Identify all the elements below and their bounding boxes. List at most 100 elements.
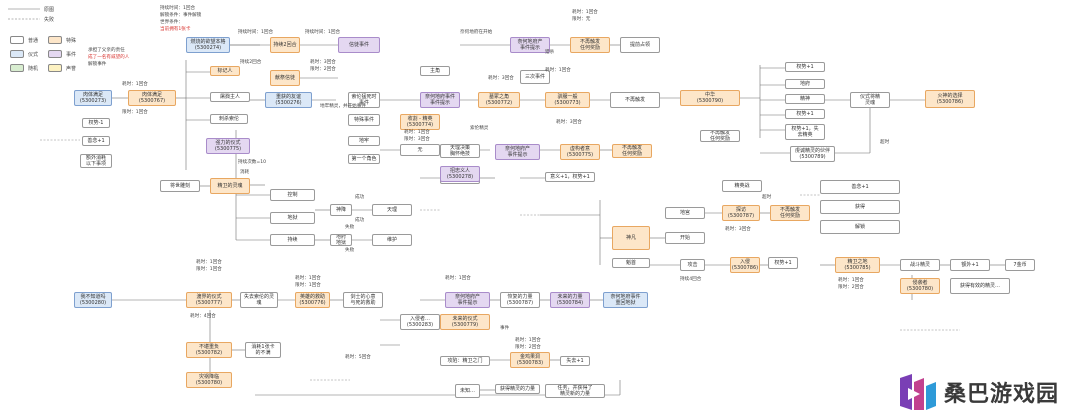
node-pillar[interactable]: 地府地狱 (330, 234, 352, 246)
node-invader[interactable]: 侵袭者(5300780) (900, 278, 940, 294)
node-tomb[interactable]: 墓冢之角(5300772) (478, 92, 520, 108)
node-ritual-spirit[interactable]: 仪式将精灵魂 (850, 92, 890, 108)
node-purple3[interactable]: 奈何地府产事件提示 (495, 144, 540, 160)
node-tail[interactable]: 肉体满足(5300273) (74, 90, 112, 106)
node-carve[interactable]: 将世雕刻 (160, 180, 200, 192)
node-fail-decision[interactable]: 天理决策胸怀绝技 (440, 144, 480, 158)
node-gold[interactable]: 7金币 (1005, 259, 1035, 271)
node-unlock[interactable]: 解锁 (820, 220, 900, 234)
node-jingwei-land[interactable]: 精卫之地(5300785) (835, 257, 880, 273)
node-return-hell[interactable]: 奈何地府事件重回地狱 (603, 292, 648, 308)
node-war-plus[interactable]: 权势+1 (785, 109, 825, 119)
node-lose-soul[interactable]: 失去索伦的灵魂 (240, 292, 278, 308)
node-fire-choice[interactable]: 火神的选择(5300786) (925, 90, 975, 108)
text-34: 事件 (500, 326, 510, 331)
node-power-minus[interactable]: 权势-1 (82, 118, 110, 128)
node-fate[interactable]: 虚构者意(5300775) (560, 144, 600, 160)
node-none[interactable]: 无 (400, 144, 440, 156)
node-acquire[interactable]: 获得 (820, 200, 900, 214)
node-three-events[interactable]: 三次事件 (520, 70, 550, 84)
node-future-power[interactable]: 未来的力量(5300784) (550, 292, 590, 308)
node-spirit[interactable]: 精神 (785, 94, 825, 104)
node-china[interactable]: 中华(5300790) (680, 90, 740, 106)
node-hero-rescue[interactable]: 英雄的救助(5300776) (295, 292, 330, 308)
legend-normal: 普通 (28, 38, 39, 44)
node-invade[interactable]: 入侵(5300786) (730, 257, 760, 273)
node-unknown[interactable]: 未知… (455, 384, 480, 398)
node-protagonist[interactable]: 主角 (420, 66, 450, 76)
node-dungeon[interactable]: 地牢 (348, 136, 380, 146)
node-soren-event[interactable]: 索伦猛死时事件 (348, 92, 380, 108)
node-extra-cost[interactable]: 额外消耗以下事项 (80, 154, 112, 168)
node-persist[interactable]: 持续 (270, 234, 315, 246)
node-fact[interactable]: 意义+1，权势+1 (545, 172, 595, 182)
node-purple2[interactable]: 奈何地府产事件提示 (510, 37, 550, 53)
node-special-event[interactable]: 特殊事件 (348, 114, 380, 126)
node-power-plus3[interactable]: 权势+1 (785, 62, 825, 72)
node-intruder[interactable]: 入侵者…(5300283) (400, 314, 440, 330)
node-palace[interactable]: 地宫 (665, 207, 705, 219)
node-power-plus2[interactable]: 权势+1 (768, 257, 798, 269)
node-purple1[interactable]: 奈何地府事件事件提示 (420, 92, 460, 108)
node-sacrifice[interactable]: 献祭信徒 (270, 70, 300, 86)
node-purple-bottom[interactable]: 奈何地府产事件提示 (445, 292, 490, 308)
node-desire[interactable]: 燃烧的欲望本格(5300274) (186, 37, 230, 53)
legend-line-fail: 失败 (44, 17, 55, 23)
node-believer-event[interactable]: 信徒事件 (338, 37, 380, 53)
node-mark[interactable]: 标记人 (210, 66, 240, 76)
node-hell[interactable]: 地狱 (270, 212, 315, 224)
node-restore-power[interactable]: 恢复的力量(5300787) (500, 292, 540, 308)
node-golden-cave[interactable]: 金鸡果洞(5300783) (510, 352, 550, 368)
node-hades[interactable]: 地府 (785, 79, 825, 89)
node-maintain[interactable]: 维护 (372, 234, 412, 246)
node-quest[interactable]: 任务，并获得了精灵新的力量 (545, 384, 605, 398)
node-continue[interactable]: 持续2回合 (270, 37, 300, 53)
node-mission[interactable]: 强力的仪式(5300775) (206, 138, 250, 154)
node-battle-sprite[interactable]: 战斗精灵 (900, 259, 940, 271)
node-disaster[interactable]: 灾祸降临(5300780) (186, 372, 232, 388)
node-goodwill-plus[interactable]: 善念+1 (82, 136, 110, 146)
node-elite-battle[interactable]: 精英战 (722, 180, 762, 192)
node-assassinate[interactable]: 刺杀索伦 (210, 114, 248, 124)
text-9: 耗时：1回合 (572, 10, 598, 15)
node-recruit[interactable]: 招忠义人(5300278) (440, 166, 480, 182)
node-no-retrigger3[interactable]: 不再触发任何奖励 (700, 130, 740, 142)
node-kill-master[interactable]: 屠戮主人 (210, 92, 250, 102)
node-leader[interactable]: 魁首 (612, 258, 650, 268)
node-goodwill-plus2[interactable]: 善念+1 (820, 180, 900, 194)
node-no-retrigger2[interactable]: 不再触发任何奖励 (770, 205, 810, 221)
node-start[interactable]: 开始 (665, 232, 705, 244)
node-bonus[interactable]: 额外+1 (950, 259, 990, 271)
node-descend[interactable]: 神降 (330, 204, 352, 216)
node-future-ritual[interactable]: 未来的仪式(5300779) (440, 314, 490, 330)
node-gain-spirit[interactable]: 获得精灵的力量 (495, 384, 540, 394)
node-swordsman[interactable]: 剑士的心意与死的救助 (343, 292, 383, 308)
node-lose-plus[interactable]: 失去+1 (560, 356, 590, 366)
node-recap[interactable]: 重获的友谊(5300276) (265, 92, 312, 108)
node-god[interactable]: 神凡 (612, 226, 650, 250)
node-tame[interactable]: 驯服一般(5300773) (545, 92, 590, 108)
node-tail2[interactable]: 肉体满足(5300767) (128, 90, 176, 106)
top-note-3: 世界条件： (160, 20, 183, 25)
node-spirit-gain[interactable]: 获得有效的精灵… (950, 278, 1010, 294)
top-note-4: 当前拥有1张卡 (160, 27, 191, 32)
node-ret[interactable]: 不再触发任何奖励 (570, 37, 610, 53)
node-crossing-ritual[interactable]: 渡界的仪式(5300777) (186, 292, 232, 308)
node-no-retrigger[interactable]: 不再触发 (610, 92, 660, 108)
node-ret2[interactable]: 不再触发任何奖励 (612, 144, 652, 158)
node-consume-card[interactable]: 消耗1张卡的不满 (245, 342, 281, 358)
node-visit[interactable]: 探访(5300787) (722, 205, 760, 221)
node-control[interactable]: 控制 (270, 189, 315, 201)
node-harvest[interactable]: 收割 - 精英(5300774) (400, 114, 440, 130)
node-jingwei-soul[interactable]: 精卫的灵魂 (210, 178, 250, 194)
node-first-role[interactable]: 第一个角色 (348, 154, 380, 164)
node-power-lose[interactable]: 权势+1，失去精英 (785, 124, 825, 140)
node-occupy[interactable]: 提前占领 (620, 37, 660, 53)
node-capture-gate[interactable]: 攻陷：精卫之门 (440, 356, 490, 366)
node-dont-know[interactable]: 我不知道吗(5300280) (74, 292, 112, 308)
node-pillar2[interactable]: 天理 (372, 204, 412, 216)
node-devout-partner[interactable]: 虔诚精灵的伙伴(5300789) (790, 146, 835, 162)
node-overburdened[interactable]: 不堪重负(5300782) (186, 342, 232, 358)
node-attack[interactable]: 攻击 (680, 259, 705, 271)
